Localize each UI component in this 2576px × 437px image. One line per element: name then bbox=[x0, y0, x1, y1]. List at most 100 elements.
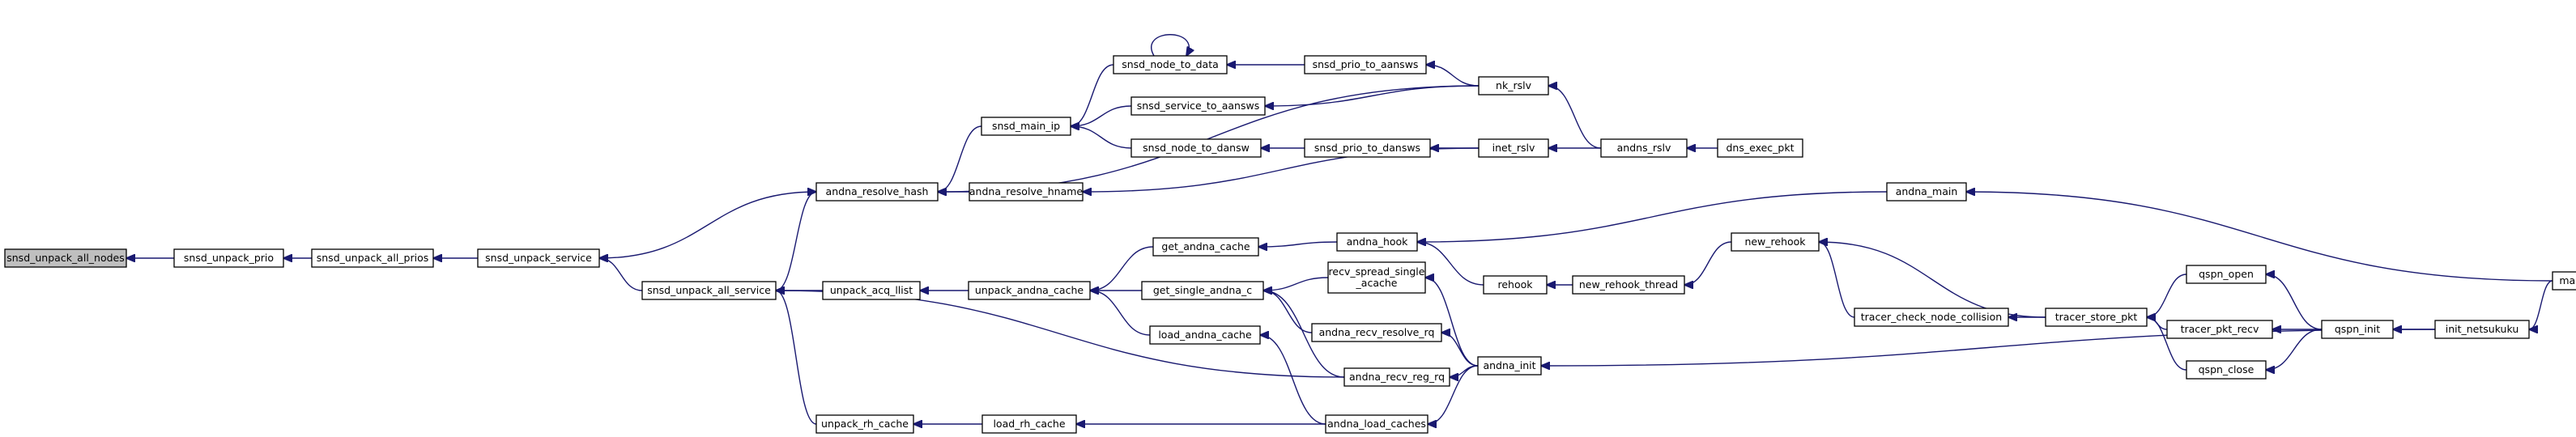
node-label: snsd_unpack_service bbox=[485, 252, 592, 264]
node-box bbox=[1130, 96, 1266, 116]
edge-rehook-to-andna-hook bbox=[1417, 242, 1484, 286]
node-label: get_andna_cache bbox=[1161, 240, 1250, 252]
graph-node-qspn-open[interactable]: qspn_open bbox=[2186, 265, 2267, 284]
node-label: rehook bbox=[1497, 278, 1533, 291]
edge-snsd-node-to-data-to-snsd-node-to-data bbox=[1151, 34, 1189, 56]
graph-node-load-rh-cache[interactable]: load_rh_cache bbox=[981, 414, 1077, 434]
graph-node-tracer-check-node-collision[interactable]: tracer_check_node_collision bbox=[1854, 308, 2009, 327]
graph-node-snsd-prio-to-aansws[interactable]: snsd_prio_to_aansws bbox=[1304, 55, 1427, 74]
node-label: main bbox=[2559, 274, 2576, 286]
graph-node-andna-resolve-hash[interactable]: andna_resolve_hash bbox=[815, 182, 939, 202]
graph-node-andns-rslv[interactable]: andns_rslv bbox=[1600, 138, 1688, 158]
node-box bbox=[1311, 323, 1442, 342]
graph-node-snsd-node-to-data[interactable]: snsd_node_to_data bbox=[1113, 55, 1228, 74]
edge-recv-spread-single-acache-to-get-single-andna-c bbox=[1263, 277, 1329, 291]
node-box bbox=[1731, 232, 1820, 252]
graph-node-unpack-acq-llist[interactable]: unpack_acq_llist bbox=[822, 281, 921, 300]
node-label: snsd_prio_to_dansws bbox=[1314, 142, 1420, 154]
node-label: new_rehook bbox=[1744, 235, 1806, 248]
node-box bbox=[1854, 308, 2009, 327]
node-label: tracer_store_pkt bbox=[2055, 311, 2138, 323]
graph-node-snsd-main-ip[interactable]: snsd_main_ip bbox=[981, 117, 1071, 136]
graph-node-get-single-andna-c[interactable]: get_single_andna_c bbox=[1141, 281, 1264, 300]
edge-main-to-init-netsukuku bbox=[2529, 280, 2553, 329]
node-box bbox=[1600, 138, 1688, 158]
graph-node-snsd-service-to-aansws[interactable]: snsd_service_to_aansws bbox=[1130, 96, 1266, 116]
graph-node-snsd-unpack-all-service[interactable]: snsd_unpack_all_service bbox=[641, 281, 777, 300]
node-label: snsd_unpack_all_prios bbox=[317, 252, 429, 264]
node-box bbox=[1483, 275, 1548, 295]
edge-andna-resolve-hash-to-snsd-unpack-service bbox=[599, 191, 817, 258]
node-box bbox=[2552, 271, 2576, 291]
node-label: qspn_close bbox=[2199, 363, 2255, 375]
graph-node-qspn-close[interactable]: qspn_close bbox=[2186, 360, 2267, 380]
node-label: snsd_service_to_aansws bbox=[1137, 100, 1259, 112]
node-label: andna_init bbox=[1483, 359, 1535, 371]
node-label: andna_recv_resolve_rq bbox=[1319, 326, 1435, 338]
node-box bbox=[1478, 76, 1549, 95]
graph-node-new-rehook-thread[interactable]: new_rehook_thread bbox=[1572, 275, 1685, 295]
edge-snsd-unpack-all-service-to-andna-resolve-hash bbox=[775, 192, 816, 291]
graph-node-load-andna-cache[interactable]: load_andna_cache bbox=[1149, 325, 1261, 345]
node-label: andna_main bbox=[1896, 185, 1958, 197]
graph-node-rehook[interactable]: rehook bbox=[1483, 275, 1548, 295]
graph-node-andna-resolve-hname[interactable]: andna_resolve_hname bbox=[969, 182, 1084, 202]
graph-node-snsd-node-to-dansw[interactable]: snsd_node_to_dansw bbox=[1130, 138, 1262, 158]
graph-node-inet-rslv[interactable]: inet_rslv bbox=[1478, 138, 1549, 158]
graph-node-get-andna-cache[interactable]: get_andna_cache bbox=[1152, 237, 1259, 257]
edge-load-andna-cache-to-unpack-andna-cache bbox=[1090, 291, 1151, 336]
graph-node-andna-load-caches[interactable]: andna_load_caches bbox=[1325, 414, 1429, 434]
edge-nk-rslv-to-snsd-service-to-aansws bbox=[1265, 85, 1480, 106]
edge-andna-recv-resolve-rq-to-get-single-andna-c bbox=[1263, 291, 1313, 333]
graph-node-snsd-unpack-prio[interactable]: snsd_unpack_prio bbox=[173, 248, 284, 268]
edge-snsd-unpack-all-service-to-snsd-unpack-service bbox=[599, 258, 643, 291]
node-box bbox=[2166, 320, 2273, 339]
node-label: unpack_andna_cache bbox=[975, 284, 1084, 296]
graph-node-tracer-pkt-recv[interactable]: tracer_pkt_recv bbox=[2166, 320, 2273, 339]
graph-node-snsd-unpack-all-nodes[interactable]: snsd_unpack_all_nodes bbox=[4, 248, 127, 268]
graph-node-snsd-unpack-all-prios[interactable]: snsd_unpack_all_prios bbox=[311, 248, 434, 268]
edge-new-rehook-to-new-rehook-thread bbox=[1684, 241, 1732, 285]
node-label: snsd_main_ip bbox=[992, 120, 1060, 132]
edge-snsd-node-to-dansw-to-snsd-main-ip bbox=[1071, 126, 1132, 149]
edge-snsd-service-to-aansws-to-snsd-main-ip bbox=[1071, 105, 1132, 126]
graph-node-snsd-unpack-service[interactable]: snsd_unpack_service bbox=[477, 248, 600, 268]
node-label: qspn_init bbox=[2335, 323, 2380, 335]
node-box bbox=[1304, 138, 1431, 158]
edge-andna-init-to-andna-recv-resolve-rq bbox=[1441, 333, 1479, 367]
edge-qspn-open-to-tracer-store-pkt bbox=[2147, 274, 2187, 317]
graph-node-unpack-rh-cache[interactable]: unpack_rh_cache bbox=[815, 414, 914, 434]
node-label: andna_resolve_hname bbox=[969, 185, 1084, 197]
graph-node-new-rehook[interactable]: new_rehook bbox=[1731, 232, 1820, 252]
node-box bbox=[2321, 320, 2394, 339]
graph-node-dns-exec-pkt[interactable]: dns_exec_pkt bbox=[1717, 138, 1803, 158]
node-label: get_single_andna_c bbox=[1153, 284, 1252, 296]
node-label: andns_rslv bbox=[1617, 142, 1671, 154]
node-label: recv_spread_single bbox=[1329, 265, 1425, 278]
graph-node-andna-main[interactable]: andna_main bbox=[1886, 182, 1967, 202]
node-box bbox=[2045, 308, 2148, 327]
graph-node-recv-spread-single-acache[interactable]: recv_spread_single_acache bbox=[1327, 261, 1426, 294]
graph-node-andna-recv-reg-rq[interactable]: andna_recv_reg_rq bbox=[1343, 367, 1450, 387]
graph-node-nk-rslv[interactable]: nk_rslv bbox=[1478, 76, 1549, 95]
graph-node-andna-recv-resolve-rq[interactable]: andna_recv_resolve_rq bbox=[1311, 323, 1442, 342]
graph-node-main[interactable]: main bbox=[2552, 271, 2576, 291]
graph-node-andna-hook[interactable]: andna_hook bbox=[1336, 232, 1418, 252]
graph-node-unpack-andna-cache[interactable]: unpack_andna_cache bbox=[968, 281, 1091, 300]
edge-andna-load-caches-to-load-andna-cache bbox=[1260, 335, 1326, 425]
node-box bbox=[981, 117, 1071, 136]
graph-node-qspn-init[interactable]: qspn_init bbox=[2321, 320, 2394, 339]
graph-node-tracer-store-pkt[interactable]: tracer_store_pkt bbox=[2045, 308, 2148, 327]
node-label: snsd_node_to_data bbox=[1122, 58, 1219, 70]
node-label: snsd_prio_to_aansws bbox=[1313, 58, 1419, 70]
node-label: new_rehook_thread bbox=[1579, 278, 1678, 291]
graph-node-snsd-prio-to-dansws[interactable]: snsd_prio_to_dansws bbox=[1304, 138, 1431, 158]
graph-node-andna-init[interactable]: andna_init bbox=[1477, 356, 1542, 375]
node-label: inet_rslv bbox=[1492, 142, 1535, 154]
node-label: andna_recv_reg_rq bbox=[1349, 371, 1445, 383]
node-label: qspn_open bbox=[2199, 268, 2254, 280]
graph-node-init-netsukuku[interactable]: init_netsukuku bbox=[2434, 320, 2530, 339]
node-label: snsd_unpack_all_service bbox=[647, 284, 771, 296]
